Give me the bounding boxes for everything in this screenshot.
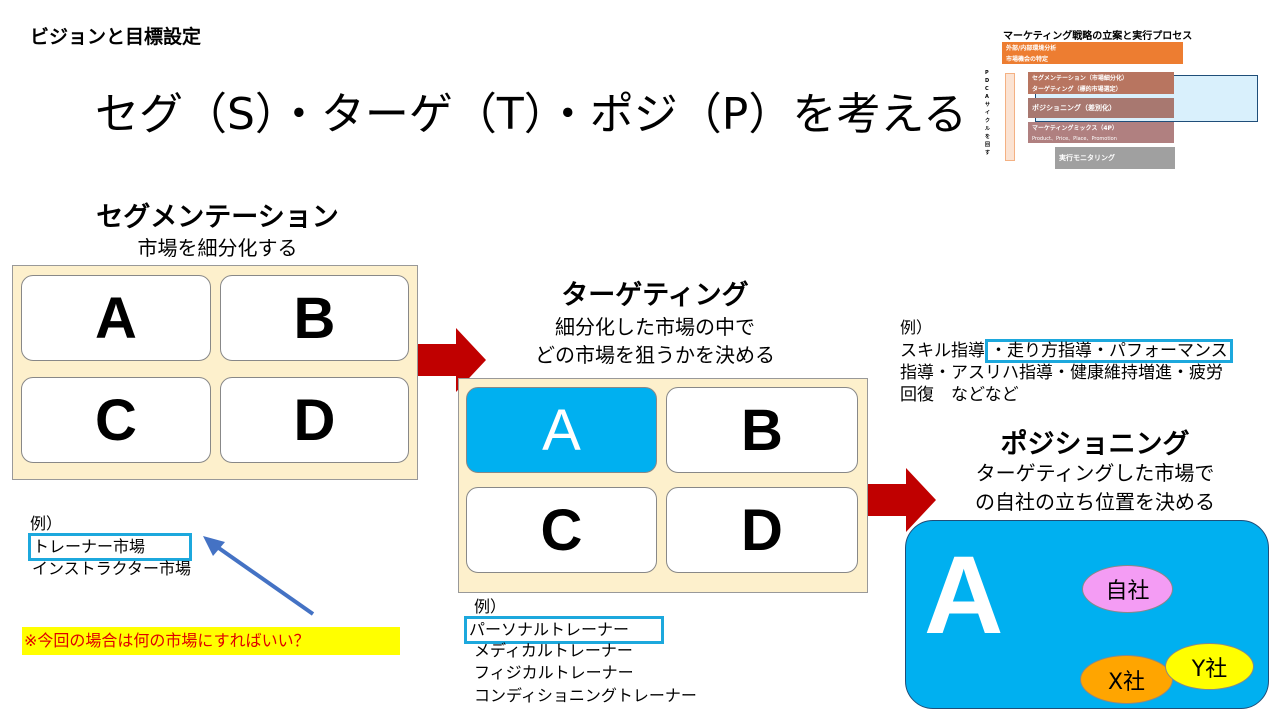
- segment-b: B: [220, 275, 409, 361]
- segment-d: D: [220, 377, 409, 463]
- section-title: ビジョンと目標設定: [30, 26, 202, 48]
- diagram-step: 市場機会の特定: [1002, 53, 1183, 64]
- competitor-x-oval: X社: [1080, 655, 1173, 704]
- segmentation-example: インストラクター市場: [32, 559, 192, 578]
- segmentation-panel: A B C D: [12, 265, 418, 480]
- targeting-heading: ターゲティング: [561, 280, 749, 311]
- question-note: ※今回の場合は何の市場にすればいい？: [22, 627, 400, 655]
- segment-c: C: [21, 377, 211, 463]
- positioning-subtitle-1: ターゲティングした市場で: [975, 461, 1215, 485]
- target-b: B: [666, 387, 858, 473]
- diagram-title: マーケティング戦略の立案と実行プロセス: [1003, 31, 1193, 42]
- diagram-step: セグメンテーション（市場細分化）: [1028, 72, 1174, 83]
- market-label: A: [924, 534, 1004, 657]
- own-company-oval: 自社: [1082, 565, 1173, 613]
- right-arrow-icon: [418, 328, 486, 392]
- segment-a: A: [21, 275, 211, 361]
- segmentation-example-label: 例）: [30, 514, 63, 533]
- positioning-subtitle-2: の自社の立ち位置を決める: [975, 490, 1215, 514]
- targeting-subtitle-2: どの市場を狙うかを決める: [535, 343, 775, 367]
- pdca-label: PDCAサイクルを回す: [985, 70, 991, 156]
- targeting-example: フィジカルトレーナー: [474, 663, 634, 682]
- diagram-step: ポジショニング（差別化）: [1028, 98, 1174, 118]
- positioning-example-highlighted: ・走り方指導・パフォーマンス: [985, 339, 1233, 363]
- positioning-example-text: 回復 などなど: [900, 385, 1019, 405]
- cycle-arrow-icon: [1005, 73, 1015, 161]
- target-d: D: [666, 487, 858, 573]
- diagram-step: 外部/内部環境分析: [1002, 42, 1183, 53]
- diagram-step: マーケティングミックス（4P）: [1028, 122, 1174, 133]
- diagram-step: 実行モニタリング: [1055, 147, 1175, 169]
- targeting-panel: A B C D: [458, 378, 868, 593]
- targeting-example-label: 例）: [474, 597, 507, 616]
- positioning-example-text: スキル指導: [900, 341, 985, 361]
- pointer-arrow-icon: [203, 536, 315, 616]
- targeting-subtitle-1: 細分化した市場の中で: [555, 315, 755, 339]
- target-c: C: [466, 487, 657, 573]
- segmentation-heading: セグメンテーション: [96, 202, 339, 233]
- positioning-example-text: 指導・アスリハ指導・健康維持増進・疲労: [900, 363, 1223, 383]
- positioning-example-label: 例）: [900, 318, 933, 337]
- positioning-market-box: A 自社 X社 Y社: [905, 520, 1269, 709]
- process-diagram: マーケティング戦略の立案と実行プロセス 外部/内部環境分析 市場機会の特定 セグ…: [975, 25, 1267, 173]
- competitor-y-oval: Y社: [1165, 643, 1254, 690]
- main-title: セグ（S）・ターゲ（T）・ポジ（P）を考える: [95, 89, 968, 140]
- diagram-step: Product、Price、Place、Promotion: [1028, 133, 1174, 143]
- segmentation-example-highlighted: トレーナー市場: [28, 533, 192, 561]
- targeting-example: コンディショニングトレーナー: [474, 686, 697, 705]
- positioning-heading: ポジショニング: [1000, 429, 1190, 460]
- targeting-example: メディカルトレーナー: [474, 641, 633, 660]
- targeting-example-highlighted: パーソナルトレーナー: [464, 616, 664, 644]
- diagram-step: ターゲティング（標的市場選定）: [1028, 83, 1174, 94]
- right-arrow-icon: [868, 468, 936, 532]
- segmentation-subtitle: 市場を細分化する: [137, 236, 298, 260]
- target-a-selected: A: [466, 387, 657, 473]
